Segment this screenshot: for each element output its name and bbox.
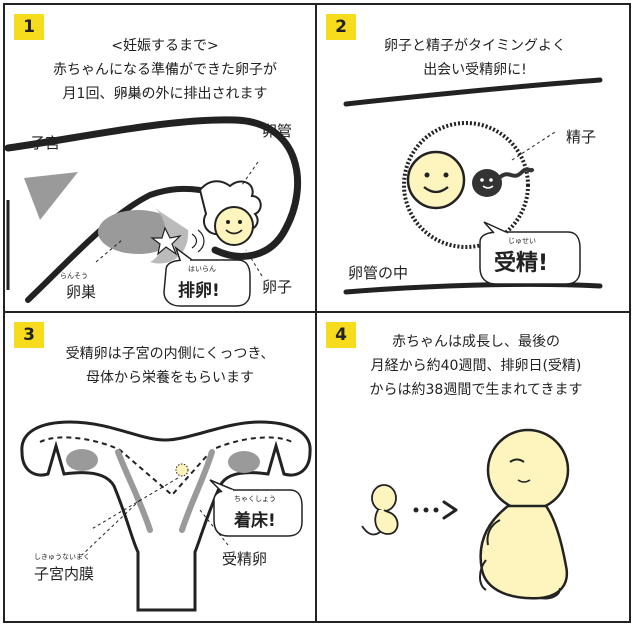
caption-line: 出会い受精卵に!	[423, 62, 527, 78]
caption-line: 受精卵は子宮の内側にくっつき、	[65, 346, 275, 362]
bubble-implantation: 着床!	[234, 511, 276, 531]
caption-line: 月1回、卵巣の外に排出されます	[62, 86, 268, 102]
panel-caption: <妊娠するまで> 赤ちゃんになる準備ができた卵子が 月1回、卵巣の外に排出されま…	[20, 34, 310, 106]
label-sperm: 精子	[566, 128, 597, 146]
caption-line: 赤ちゃんは成長し、最後の	[392, 334, 560, 350]
label-endometrium: 子宮内膜	[34, 565, 95, 583]
label-egg: 卵子	[262, 278, 293, 296]
bubble-ruby: ちゃくしょう	[234, 495, 276, 503]
panel-number-badge: 4	[326, 322, 356, 348]
panel-divider-vertical	[315, 3, 317, 623]
label-fallopian-tube: 卵管	[262, 122, 293, 140]
caption-line: <妊娠するまで>	[111, 38, 219, 54]
caption-line: 卵子と精子がタイミングよく	[384, 38, 566, 54]
ruby-text: らんそう	[60, 272, 88, 280]
panel-number-badge: 2	[326, 14, 356, 40]
arrow-icon	[413, 500, 458, 520]
baby-icon	[479, 428, 570, 600]
fertilization-illustration	[343, 77, 603, 295]
label-tube-inside: 卵管の中	[348, 264, 409, 282]
panel-divider-horizontal	[3, 311, 631, 313]
bubble-ovulation: 排卵!	[178, 281, 220, 301]
panel-number-badge: 3	[14, 322, 44, 348]
caption-line: 赤ちゃんになる準備ができた卵子が	[53, 62, 277, 78]
panel-caption: 卵子と精子がタイミングよく 出会い受精卵に!	[330, 34, 620, 82]
bubble-ruby: はいらん	[188, 265, 216, 273]
ruby-text: らんそう	[121, 90, 149, 98]
label-ovary: 卵巣	[66, 283, 97, 301]
label-uterus: 子宮	[30, 134, 61, 152]
caption-line: 月経から約40週間、排卵日(受精)	[370, 358, 582, 374]
implantation-illustration	[20, 420, 312, 612]
label-ruby: しきゅうないまく	[34, 553, 90, 561]
uterus-tube-illustration	[4, 116, 301, 307]
panel-caption: 赤ちゃんは成長し、最後の 月経から約40週間、排卵日(受精) からは約38週間で…	[326, 330, 626, 402]
panel-number-badge: 1	[14, 14, 44, 40]
comic-frame	[3, 3, 631, 623]
panel-caption: 受精卵は子宮の内側にくっつき、 母体から栄養をもらいます	[20, 342, 320, 390]
caption-line: 母体から栄養をもらいます	[86, 370, 254, 386]
caption-line: からは約38週間で生まれてきます	[369, 382, 583, 398]
embryo-icon	[361, 484, 399, 536]
bubble-fertilization: 受精!	[494, 251, 549, 276]
label-fertilized-egg: 受精卵	[222, 550, 268, 568]
bubble-ruby: じゅせい	[508, 237, 536, 245]
